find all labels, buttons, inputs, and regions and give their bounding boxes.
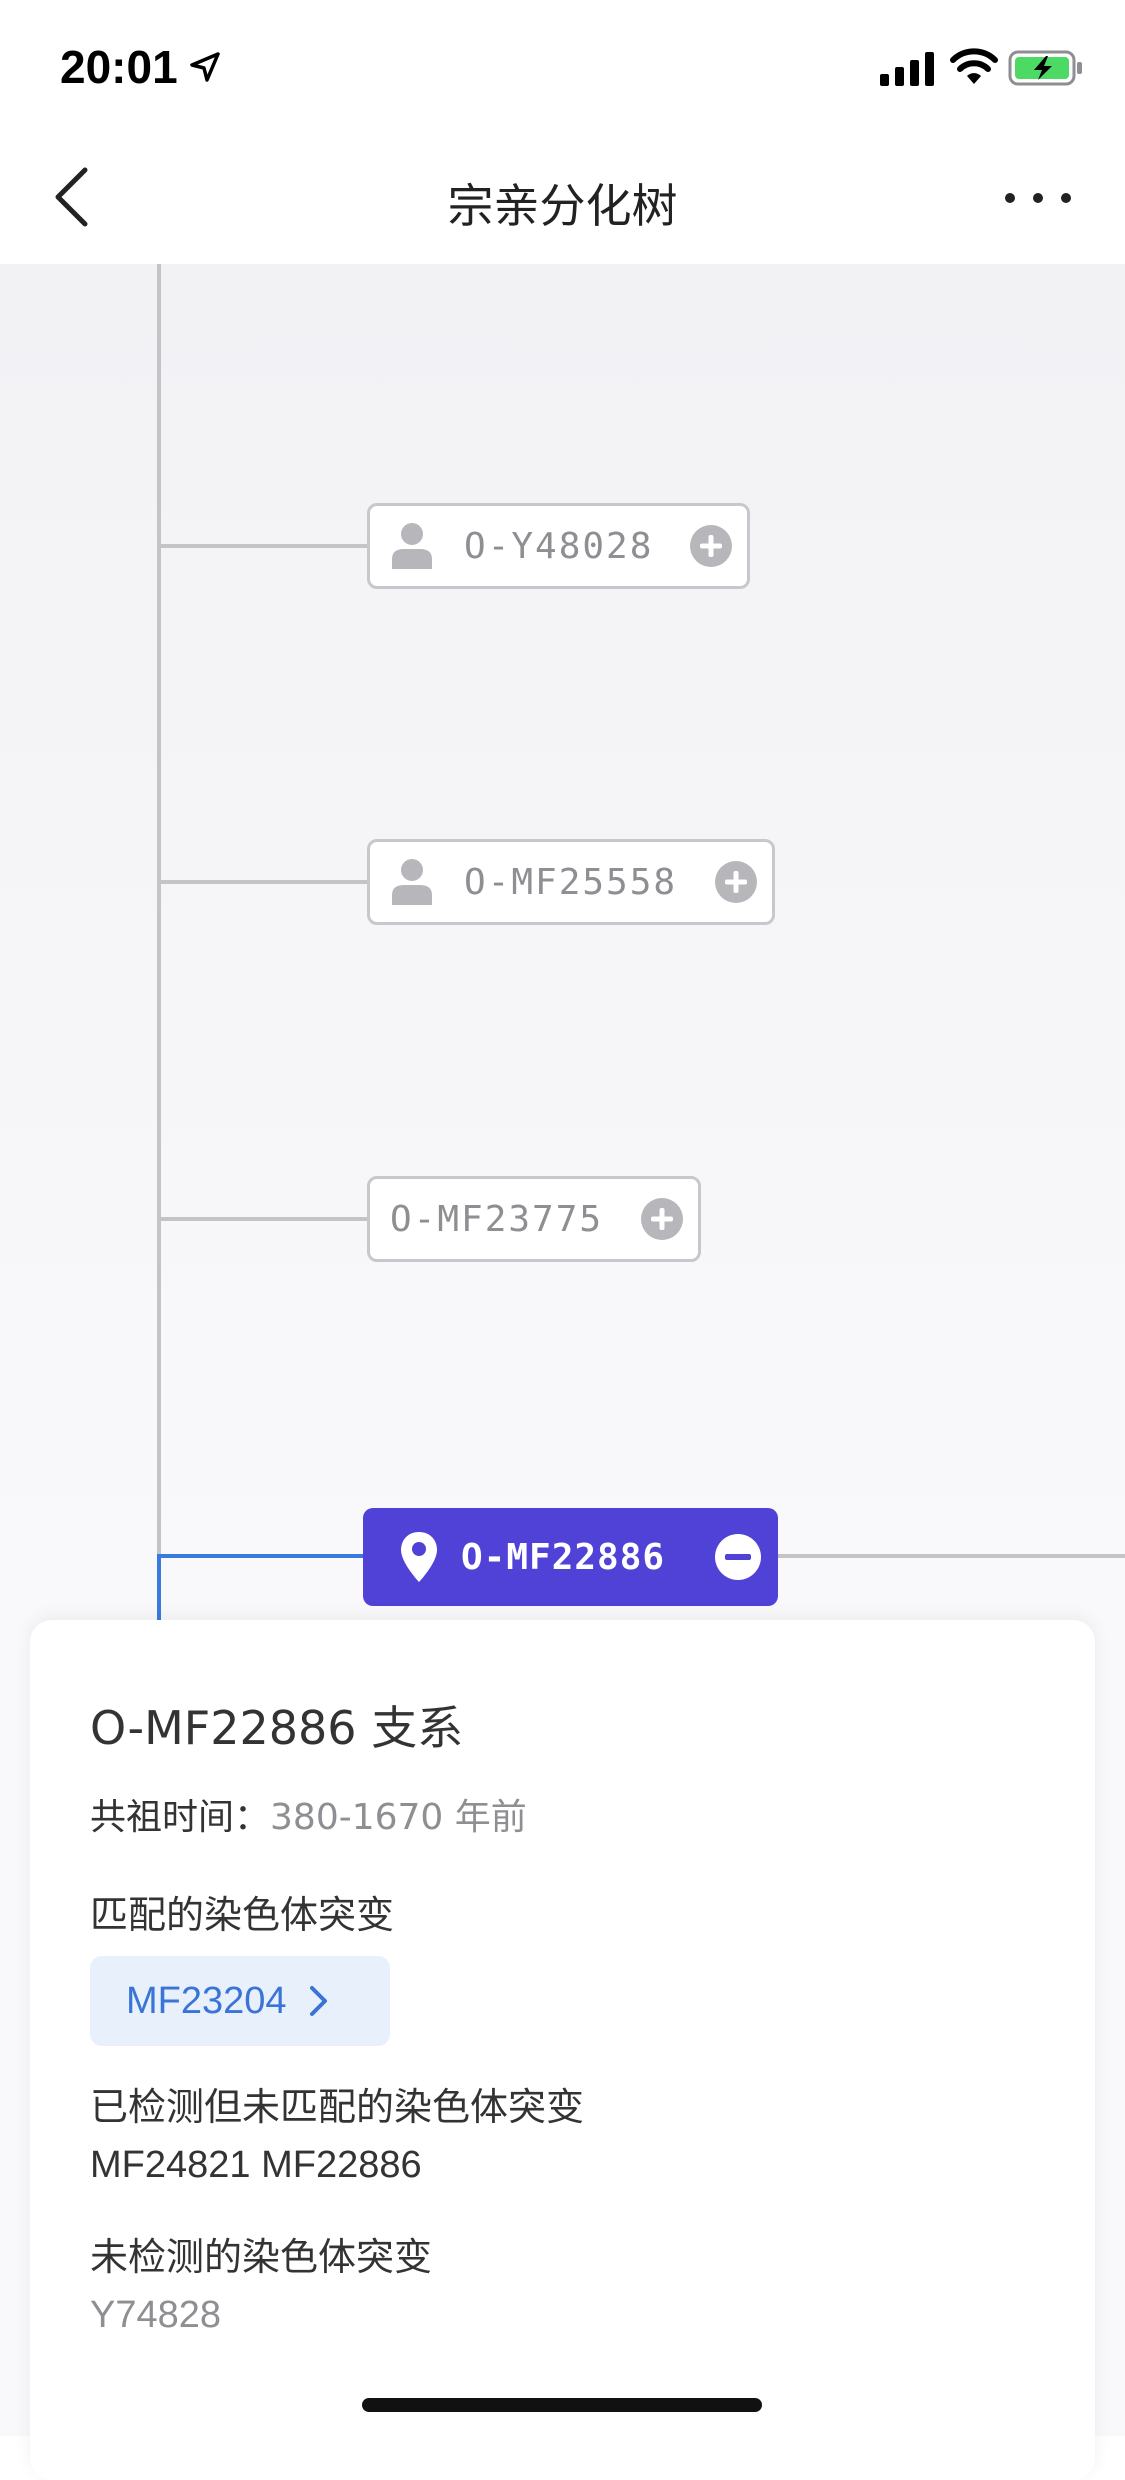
expand-plus-icon[interactable] bbox=[714, 860, 758, 904]
tree-branch-line bbox=[778, 1554, 1125, 1558]
mutation-chip-label: MF23204 bbox=[126, 1979, 287, 2022]
expand-plus-icon[interactable] bbox=[640, 1197, 684, 1241]
location-pin-icon bbox=[401, 1532, 437, 1582]
branch-title: O-MF22886 支系 bbox=[90, 1701, 464, 1755]
cellular-signal-icon bbox=[880, 52, 934, 86]
branch-detail-sheet: O-MF22886 支系 共祖时间：380-1670 年前 匹配的染色体突变 M… bbox=[30, 1620, 1095, 2480]
more-options-button[interactable] bbox=[1000, 180, 1080, 216]
page-title: 宗亲分化树 bbox=[447, 179, 678, 233]
navigation-bar: 宗亲分化树 bbox=[0, 132, 1125, 264]
matched-mutations-heading: 匹配的染色体突变 bbox=[90, 1893, 395, 1937]
person-icon bbox=[392, 859, 432, 905]
tree-branch-line bbox=[161, 544, 367, 548]
wifi-icon bbox=[950, 48, 998, 84]
tested-unmatched-value: MF24821 MF22886 bbox=[90, 2144, 422, 2186]
battery-charging-icon bbox=[1008, 50, 1082, 86]
tmrca-label: 共祖时间： bbox=[90, 1797, 271, 1838]
expand-plus-icon[interactable] bbox=[689, 524, 733, 568]
tree-node-label: O-MF22886 bbox=[461, 1536, 666, 1578]
tree-node-selected[interactable]: O-MF22886 bbox=[363, 1508, 778, 1606]
tree-node[interactable]: O-Y48028 bbox=[367, 503, 750, 589]
tested-unmatched-heading: 已检测但未匹配的染色体突变 bbox=[90, 2085, 585, 2129]
tmrca-row: 共祖时间：380-1670 年前 bbox=[90, 1788, 527, 1840]
tree-node[interactable]: O-MF25558 bbox=[367, 839, 775, 925]
location-arrow-icon bbox=[190, 52, 220, 82]
collapse-minus-icon[interactable] bbox=[714, 1533, 762, 1581]
tree-node[interactable]: O-MF23775 bbox=[367, 1176, 701, 1262]
tree-node-label: O-MF23775 bbox=[390, 1198, 604, 1240]
tmrca-value: 380-1670 年前 bbox=[270, 1797, 527, 1838]
tree-node-label: O-Y48028 bbox=[464, 525, 654, 567]
tree-trunk-line bbox=[157, 264, 161, 1624]
tree-branch-line bbox=[161, 880, 367, 884]
home-indicator[interactable] bbox=[362, 2398, 762, 2412]
tree-branch-line bbox=[161, 1217, 367, 1221]
untested-value: Y74828 bbox=[90, 2294, 222, 2336]
untested-heading: 未检测的染色体突变 bbox=[90, 2235, 433, 2279]
chevron-right-icon bbox=[309, 1986, 327, 2016]
person-icon bbox=[392, 523, 432, 569]
back-button[interactable] bbox=[40, 162, 110, 232]
tree-branch-active-line bbox=[161, 1554, 367, 1558]
status-time: 20:01 bbox=[60, 41, 178, 93]
matched-mutation-chip[interactable]: MF23204 bbox=[90, 1956, 390, 2046]
status-bar: 20:01 bbox=[0, 0, 1125, 132]
tree-node-label: O-MF25558 bbox=[464, 861, 678, 903]
